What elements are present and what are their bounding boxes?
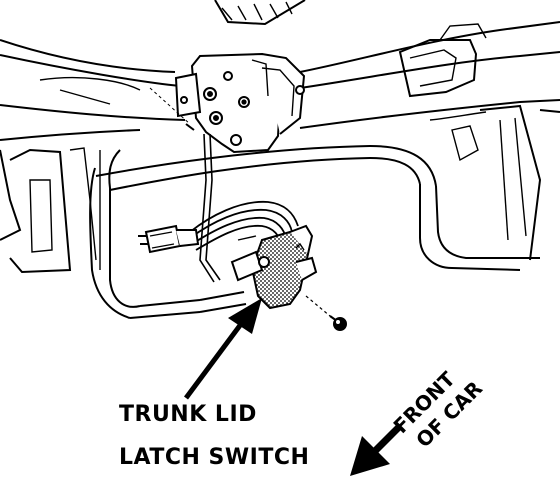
trunk-lid-panel <box>0 0 560 319</box>
latch-switch <box>230 224 318 310</box>
part-label-line2: LATCH SWITCH <box>119 445 310 470</box>
mounting-screw <box>305 295 347 331</box>
front-direction-arrow-icon <box>350 423 403 476</box>
trunk-latch <box>149 52 306 283</box>
callout-arrow-icon <box>183 298 262 400</box>
wire-connector <box>138 224 200 254</box>
part-label-line1: TRUNK LID <box>119 402 257 427</box>
